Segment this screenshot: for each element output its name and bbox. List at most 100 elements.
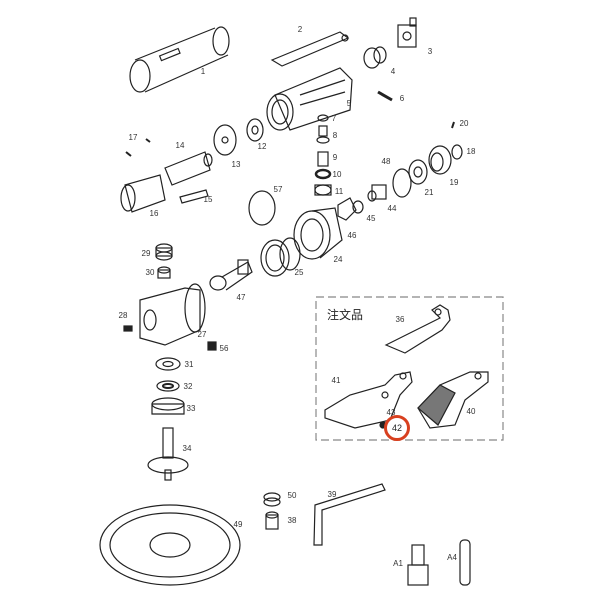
part-8-valve-stem [316, 125, 330, 144]
part-9-spring [317, 151, 329, 167]
label-part: 36 [395, 315, 405, 324]
label-part: 48 [381, 157, 391, 166]
part-40-pad-plate [417, 371, 489, 429]
part-a4-tool [459, 539, 471, 586]
part-21-bearing [408, 159, 428, 185]
highlighted-part-label: 42 [391, 423, 402, 433]
part-4-fitting [363, 46, 387, 69]
label-part: 16 [149, 209, 159, 218]
label-part: 28 [118, 311, 128, 320]
part-1-sleeve [129, 26, 230, 93]
label-part: 39 [327, 490, 337, 499]
part-10-oring [314, 168, 332, 180]
label-part: 50 [287, 491, 297, 500]
label-part: 13 [231, 160, 241, 169]
part-5-housing [266, 67, 353, 131]
part-38-screw [265, 511, 279, 530]
part-16-cylinder [120, 174, 166, 213]
part-25-ring [260, 237, 301, 277]
label-part: 40 [466, 407, 476, 416]
part-28-screw [123, 325, 133, 332]
label-part: 33 [186, 404, 196, 413]
label-part: 3 [427, 47, 433, 56]
part-a1-fitting [407, 544, 429, 586]
label-part: 56 [219, 344, 229, 353]
part-57-oring [248, 190, 276, 226]
part-11-cap [314, 184, 332, 196]
part-17-pins [125, 138, 151, 157]
label-part: 7 [331, 114, 337, 123]
label-part: 2 [297, 25, 303, 34]
part-2-lever [270, 31, 350, 67]
part-46-weight [337, 197, 357, 221]
part-29-bushing [155, 243, 173, 261]
part-31-washer [155, 357, 181, 371]
label-part: 57 [273, 185, 283, 194]
label-part: 10 [332, 170, 342, 179]
part-6-pin [377, 90, 393, 102]
label-part: 18 [466, 147, 476, 156]
label-part: 25 [294, 268, 304, 277]
label-part: 44 [387, 204, 397, 213]
part-39-hex-wrench [313, 483, 386, 546]
part-27-head [139, 283, 206, 346]
label-part: 29 [141, 249, 151, 258]
label-part: 47 [236, 293, 246, 302]
label-part: 12 [257, 142, 267, 151]
label-part: A1 [393, 559, 403, 568]
label-part: 43 [386, 408, 396, 417]
part-3-valve [397, 17, 417, 48]
part-47-arm [209, 259, 253, 291]
label-part: 21 [424, 188, 434, 197]
label-part: 9 [332, 153, 338, 162]
label-part: 24 [333, 255, 343, 264]
label-part: 15 [203, 195, 213, 204]
part-7-oring [317, 114, 329, 122]
part-33-nut [151, 397, 185, 415]
label-part: 41 [331, 376, 341, 385]
label-part: A4 [447, 553, 457, 562]
label-part: 14 [175, 141, 185, 150]
part-14-rotor [164, 151, 213, 186]
highlighted-part-marker[interactable]: 42 [384, 415, 410, 441]
part-45-bearing [352, 200, 364, 214]
part-30-collar [157, 266, 171, 279]
label-part: 11 [334, 187, 344, 196]
part-12-bearing [246, 118, 264, 142]
part-20-pin [451, 121, 455, 129]
part-50-washer [263, 492, 281, 507]
part-41-base [324, 371, 413, 429]
label-part: 27 [197, 330, 207, 339]
part-49-pad [99, 504, 241, 586]
label-part: 4 [390, 67, 396, 76]
label-part: 32 [183, 382, 193, 391]
part-34-spindle [147, 427, 189, 481]
label-part: 38 [287, 516, 297, 525]
label-part: 46 [347, 231, 357, 240]
part-36-plate [384, 304, 451, 354]
label-part: 1 [200, 67, 206, 76]
label-part: 31 [184, 360, 194, 369]
part-48-oring [392, 168, 412, 198]
label-part: 8 [332, 131, 338, 140]
label-part: 20 [459, 119, 469, 128]
label-part: 34 [182, 444, 192, 453]
label-part: 5 [346, 99, 352, 108]
label-part: 19 [449, 178, 459, 187]
part-56-screw [207, 341, 217, 351]
label-part: 6 [399, 94, 405, 103]
part-44-shaft [367, 184, 387, 202]
label-part: 49 [233, 520, 243, 529]
part-32-bearing [156, 380, 180, 392]
part-19-housing [428, 145, 452, 175]
label-part: 17 [128, 133, 138, 142]
label-part: 30 [145, 268, 155, 277]
part-15-blade [179, 189, 209, 204]
order-items-title: 注文品 [327, 308, 364, 322]
order-items-box [315, 296, 504, 441]
part-24-nut [293, 207, 343, 260]
part-13-plate [213, 124, 237, 156]
part-18-ring [451, 144, 463, 160]
